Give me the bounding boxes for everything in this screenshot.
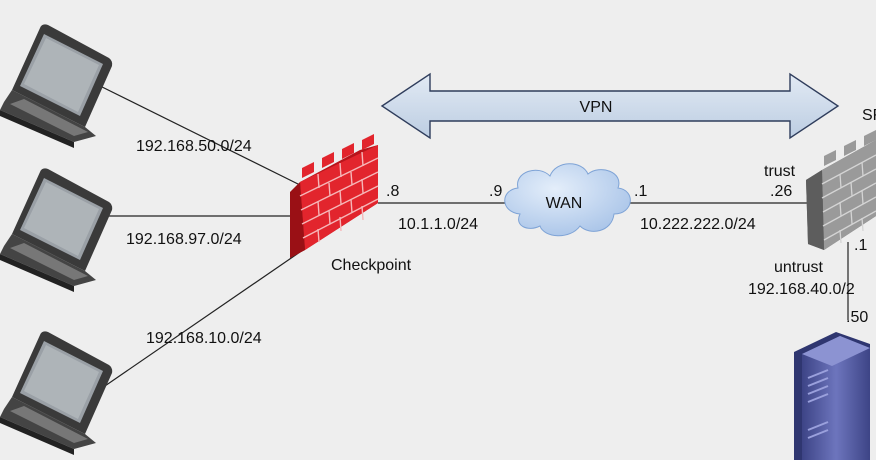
server-ip-suffix: .50 [846,309,868,326]
lan-link-top [91,81,301,186]
wan-right-ip-suffix: .1 [634,183,647,200]
lan-subnet-top: 192.168.50.0/24 [136,138,252,155]
wan-label: WAN [546,195,583,212]
firewall-icon [806,130,876,250]
server-icon [794,332,870,460]
srx-label: SR [862,107,876,124]
checkpoint-label: Checkpoint [331,257,412,274]
vpn-label: VPN [580,99,613,116]
srx-untrust-ip-suffix: .1 [854,237,867,254]
srx-untrust-subnet: 192.168.40.0/2 [748,281,855,298]
laptop-icon [0,331,113,455]
wan-left-ip-suffix: .9 [489,183,502,200]
srx-trust-ip-suffix: .26 [770,183,792,200]
checkpoint-wan-subnet: 10.1.1.0/24 [398,216,478,233]
double-arrow-icon [380,72,840,140]
firewall-icon [290,134,379,258]
wan-srx-subnet: 10.222.222.0/24 [640,216,756,233]
lan-subnet-middle: 192.168.97.0/24 [126,231,242,248]
laptop-icon [0,24,113,148]
laptop-icon [0,168,113,292]
lan-subnet-bottom: 192.168.10.0/24 [146,330,262,347]
cloud-icon [504,163,631,237]
srx-trust-label: trust [764,163,796,180]
srx-untrust-label: untrust [774,259,823,276]
lan-link-bottom [101,251,301,389]
connection-lines [91,81,849,389]
checkpoint-ip-suffix: .8 [386,183,399,200]
